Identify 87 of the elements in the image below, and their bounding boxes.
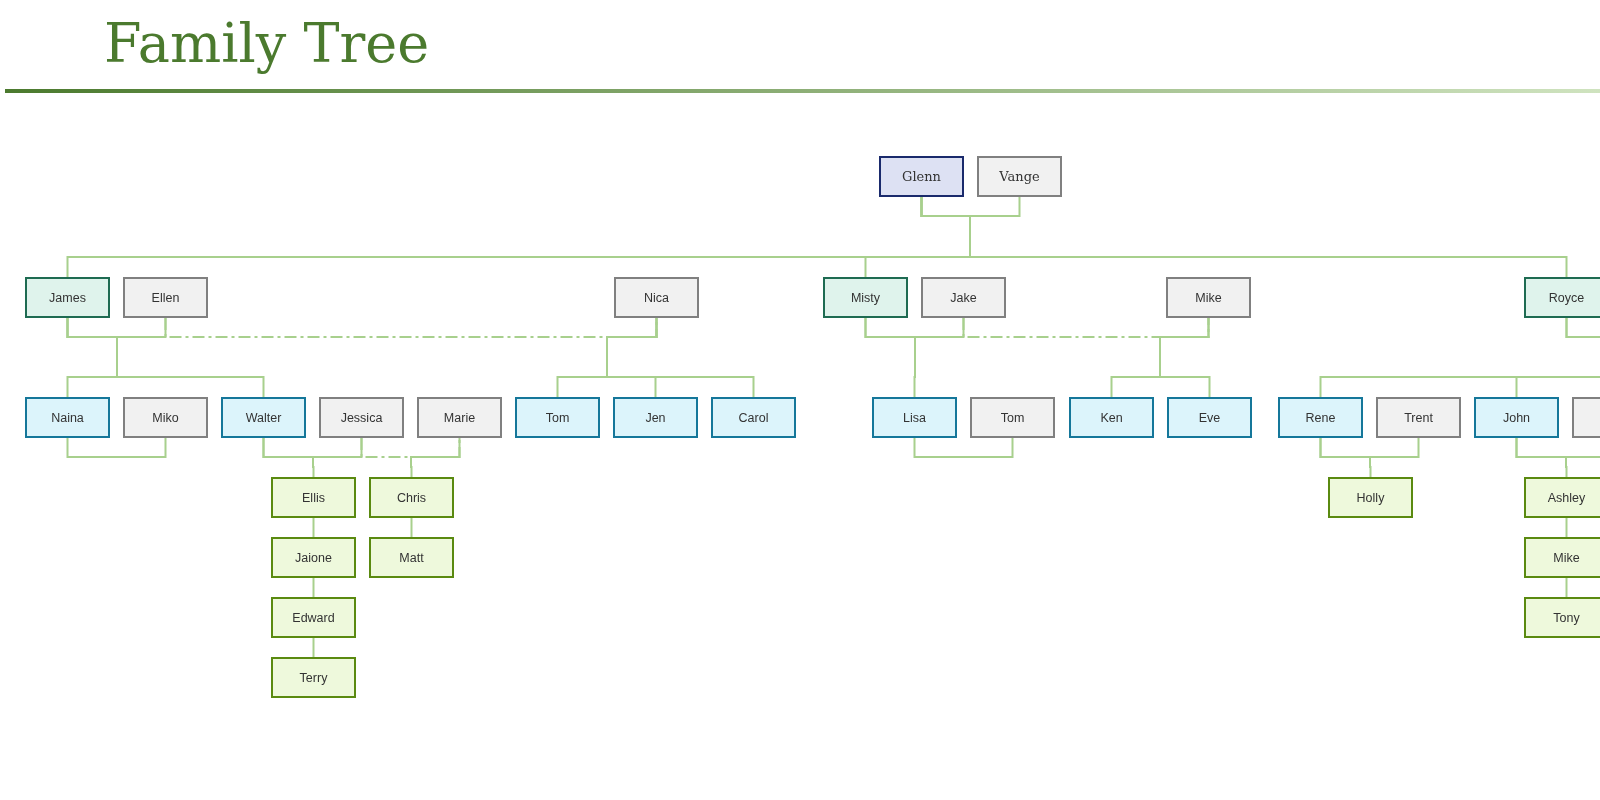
- person-name: Tom: [545, 410, 570, 425]
- person-box: [271, 537, 356, 578]
- person-name: Jake: [950, 290, 977, 305]
- person-name: Eve: [1198, 410, 1221, 425]
- connector-line: [1515, 437, 1568, 478]
- person-name: Ellis: [302, 490, 325, 505]
- person-name: Lisa: [903, 410, 926, 425]
- connector-line: [864, 317, 916, 398]
- person-name: Ellen: [151, 290, 180, 305]
- person-name: Jen: [645, 410, 666, 425]
- person-box: [872, 397, 957, 438]
- person-name: Rene: [1305, 410, 1336, 425]
- connector-line: [66, 437, 167, 458]
- person-box: [1167, 397, 1252, 438]
- person-name: Nica: [644, 290, 669, 305]
- person-box: [977, 156, 1062, 197]
- person-name: Marie: [443, 410, 476, 425]
- person-box: [879, 156, 964, 197]
- person-name: Ashley: [1547, 490, 1586, 505]
- person-name: Edward: [292, 610, 335, 625]
- person-name: Chris: [396, 490, 427, 505]
- person-box: [123, 397, 208, 438]
- person-name: Jaione: [295, 550, 332, 565]
- connector-line: [66, 317, 265, 398]
- person-name: Trent: [1404, 410, 1433, 425]
- person-name: Mike: [1553, 550, 1580, 565]
- person-box: [221, 397, 306, 438]
- connector-line: [312, 577, 315, 598]
- person-box: [1524, 597, 1600, 638]
- person-name: James: [49, 290, 86, 305]
- person-name: Miko: [152, 410, 179, 425]
- person-name: Ken: [1100, 410, 1123, 425]
- person-box: [515, 397, 600, 438]
- person-name: Matt: [399, 550, 424, 565]
- page-title: Family Tree: [104, 14, 430, 74]
- person-name: Vange: [999, 169, 1040, 184]
- person-box: [417, 397, 502, 438]
- person-box: [614, 277, 699, 318]
- connector-line: [1565, 577, 1568, 598]
- person-box: [1278, 397, 1363, 438]
- person-box: [319, 397, 404, 438]
- person-name: Glenn: [902, 169, 941, 184]
- person-box: [25, 397, 110, 438]
- person-box: [123, 277, 208, 318]
- person-name: Misty: [850, 290, 881, 305]
- person-box: [970, 397, 1055, 438]
- person-box: [1474, 397, 1559, 438]
- person-name: Terry: [299, 670, 328, 685]
- connector-line: [913, 437, 1014, 458]
- person-box: [1376, 397, 1461, 438]
- connector-line: [1159, 317, 1211, 398]
- person-box: [25, 277, 110, 318]
- person-box: [711, 397, 796, 438]
- connector-line: [1319, 437, 1372, 478]
- person-box: [271, 477, 356, 518]
- connector-line: [1515, 317, 1600, 398]
- person-name: Tony: [1553, 610, 1580, 625]
- person-box: [1166, 277, 1251, 318]
- connector-line: [410, 437, 461, 478]
- person-box: [1524, 477, 1600, 518]
- connector-line: [410, 517, 413, 538]
- connector-line: [262, 437, 315, 478]
- person-name: Mike: [1195, 290, 1222, 305]
- person-box: [1524, 537, 1600, 578]
- person-name: Jessica: [340, 410, 383, 425]
- person-box: [613, 397, 698, 438]
- person-box: [369, 477, 454, 518]
- person-name: Naina: [51, 410, 84, 425]
- person-name: Holly: [1356, 490, 1385, 505]
- person-box: [1524, 277, 1600, 318]
- person-box: [921, 277, 1006, 318]
- connector-line: [1565, 517, 1568, 538]
- connector-line: [920, 196, 1568, 278]
- person-box: [271, 597, 356, 638]
- connector-line: [312, 637, 315, 658]
- connector-line: [312, 517, 315, 538]
- person-box: [1069, 397, 1154, 438]
- person-name: Walter: [245, 410, 282, 425]
- person-box: [369, 537, 454, 578]
- person-name: Royce: [1548, 290, 1585, 305]
- person-box: [1328, 477, 1413, 518]
- person-name: Carol: [738, 410, 769, 425]
- connector-line: [606, 317, 755, 398]
- person-box: [271, 657, 356, 698]
- person-box: [823, 277, 908, 318]
- person-name: Tom: [1000, 410, 1025, 425]
- person-name: John: [1502, 410, 1531, 425]
